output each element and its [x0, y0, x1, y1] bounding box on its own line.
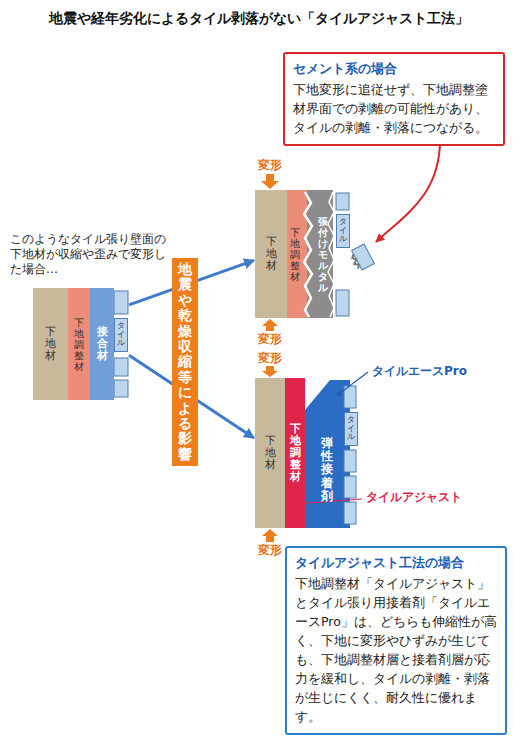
falling-tile [348, 244, 374, 272]
callout-heading: タイルアジャスト工法の場合 [295, 554, 497, 572]
deform-label: 変形 [258, 543, 282, 557]
substrate-layer: 下地材 [33, 288, 68, 400]
bond-layer: 接合材 [90, 288, 114, 400]
part-label: タイルエースPro [372, 364, 467, 378]
deform-label: 変形 [258, 351, 282, 365]
callout-body: 下地調整材「タイルアジャスト」とタイル張り用接着剤「タイルエースPro」は、どち… [295, 574, 497, 726]
layer-label: 下地調整材 [290, 227, 300, 282]
tile-label: タイル [347, 416, 355, 442]
band-text: 地震や乾燥収縮等による影響 [178, 262, 192, 462]
adjust-layer: 下地調整材 [287, 190, 303, 318]
diagram-title: 地震や経年劣化によるタイル剥落がない「タイルアジャスト工法」 [0, 8, 517, 28]
layer-label: 下地調整材 [290, 423, 301, 483]
deform-label: 変形 [258, 158, 282, 172]
wall-stack: このようなタイル張り壁面の下地材が収縮や歪みで変形した場合…下地材下地調整材接合… [33, 288, 128, 400]
tile: タイル [344, 412, 358, 446]
callout-arrow [376, 140, 440, 242]
substrate-layer: 下地材 [255, 378, 285, 528]
layer-label: 張付けモルタル [318, 216, 328, 293]
callout-body: 下地変形に追従せず、下地調整塗材界面での剥離の可能性があり、タイルの剥離・剥落に… [293, 80, 495, 137]
tiles [344, 386, 356, 524]
layer-label: 下地材 [45, 326, 56, 362]
part-label: タイルアジャスト [366, 490, 462, 504]
layer-label: 接合材 [97, 326, 108, 362]
mortar-layer: 張付けモルタル [312, 190, 333, 318]
crack [328, 192, 334, 317]
elastic-adhesive-shape [305, 380, 350, 528]
layer-label: 下地調整材 [74, 317, 84, 372]
layer-label: 下地材 [266, 236, 277, 272]
layer-label: 下地材 [265, 435, 276, 471]
deform-label: 変形 [258, 332, 282, 346]
tile: タイル [336, 214, 350, 248]
callout-heading: セメント系の場合 [293, 60, 495, 78]
adjust-layer: 下地調整材 [68, 288, 90, 400]
callout-box: タイルアジャスト工法の場合下地調整材「タイルアジャスト」とタイル張り用接着剤「タ… [285, 546, 507, 735]
elastic-adhesive: 弾性接着剤 [312, 412, 342, 528]
caption-text: このようなタイル張り壁面の下地材が収縮や歪みで変形した場合… [10, 232, 166, 277]
tile: タイル [114, 318, 128, 352]
tiles [114, 291, 128, 397]
effect-band: 地震や乾燥収縮等による影響 [172, 258, 198, 466]
adjust-layer-fill [287, 190, 307, 318]
tile-label: タイル [339, 218, 347, 244]
layer-label: 弾性接着剤 [321, 437, 333, 503]
tile-label: タイル [117, 322, 125, 348]
tiles [336, 193, 349, 316]
adjust-layer: 下地調整材 [285, 378, 305, 528]
callout-box: セメント系の場合下地変形に追従せず、下地調整塗材界面での剥離の可能性があり、タイ… [283, 52, 505, 146]
crack [304, 192, 312, 317]
substrate-layer: 下地材 [255, 190, 287, 318]
